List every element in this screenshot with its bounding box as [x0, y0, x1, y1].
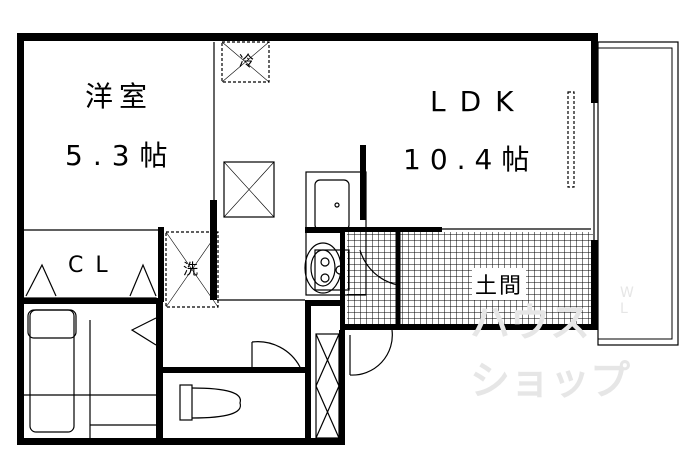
watermark-tag: WL [620, 285, 634, 317]
ldk-size: 10.4帖 [403, 143, 539, 176]
watermark-line1: ハウス [470, 300, 590, 346]
ldk-name: LDK [430, 85, 528, 118]
bedroom-size: 5.3帖 [65, 139, 178, 172]
closet-name: CL [68, 253, 120, 278]
fridge-label: 冷 [239, 52, 261, 70]
watermark: ハウス ショップ WL [470, 285, 634, 406]
watermark-line2: ショップ [470, 358, 630, 404]
entry-name: 土間 [472, 268, 527, 300]
bedroom-name: 洋室 [85, 80, 154, 113]
washer-label: 洗 [183, 260, 205, 278]
balcony [597, 41, 679, 346]
entry-tiles [347, 232, 593, 328]
interior-lines [19, 41, 595, 439]
